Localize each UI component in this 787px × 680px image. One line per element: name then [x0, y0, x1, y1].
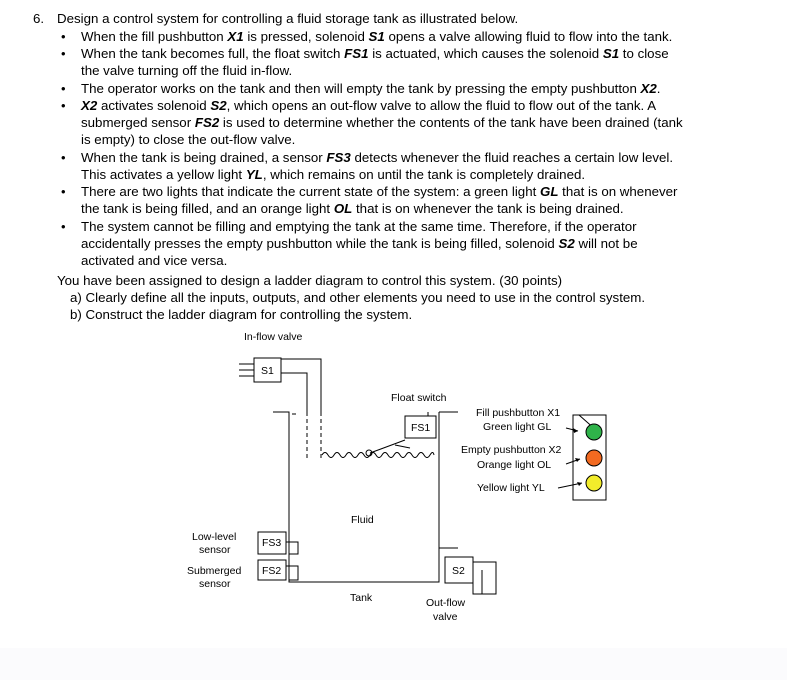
- bullet-line: There are two lights that indicate the c…: [81, 184, 678, 199]
- inflow-pipe-outer: [281, 358, 322, 412]
- bullet-line: the tank is being filled, and an orange …: [81, 201, 624, 216]
- fluid-surface: [321, 452, 435, 458]
- part-a: a) Clearly define all the inputs, output…: [70, 290, 646, 305]
- bullet-line: the valve turning off the fluid in-flow.: [81, 63, 293, 78]
- orange-light-label: Orange light OL: [477, 459, 551, 471]
- tank-label: Tank: [350, 592, 373, 604]
- lights-panel: [572, 414, 607, 501]
- float-ball: [365, 449, 373, 457]
- bullet-marker: •: [61, 219, 66, 234]
- orange-light-icon: [585, 449, 603, 467]
- fill-pushbutton-label: Fill pushbutton X1: [476, 407, 560, 419]
- fluid-label: Fluid: [351, 514, 374, 526]
- inflow-pipe-inner: [281, 372, 308, 412]
- fs3-label: FS3: [262, 537, 281, 549]
- fs2-label: FS2: [262, 565, 281, 577]
- fs3-box: [257, 531, 287, 555]
- bullet-marker: •: [61, 184, 66, 199]
- bullet-line: When the tank is being drained, a sensor…: [81, 150, 674, 165]
- question-intro: Design a control system for controlling …: [57, 11, 519, 26]
- float-arm: [369, 439, 406, 454]
- bullet-line: When the tank becomes full, the float sw…: [81, 46, 669, 61]
- bullet-line: When the fill pushbutton X1 is pressed, …: [81, 29, 673, 44]
- fs2-box: [257, 559, 287, 581]
- submerged-label-1: Submerged: [187, 565, 241, 577]
- bullet-line: submerged sensor FS2 is used to determin…: [81, 115, 683, 130]
- low-level-label-1: Low-level: [192, 531, 236, 543]
- green-light-icon: [585, 423, 603, 441]
- bullet-line: This activates a yellow light YL, which …: [81, 167, 586, 182]
- outflow-label-1: Out-flow: [426, 597, 466, 609]
- green-light-label: Green light GL: [483, 421, 551, 433]
- page-bottom-band: [0, 648, 787, 680]
- bullet-line: The operator works on the tank and then …: [81, 81, 661, 96]
- yellow-light-icon: [585, 474, 603, 492]
- yellow-light-label: Yellow light YL: [477, 482, 545, 494]
- outflow-label-2: valve: [433, 611, 458, 623]
- bullet-line: is empty) to close the out-flow valve.: [81, 132, 296, 147]
- bullet-line: accidentally presses the empty pushbutto…: [81, 236, 638, 251]
- question-number: 6.: [33, 11, 45, 26]
- s1-label: S1: [261, 365, 274, 377]
- fs1-box: [404, 415, 437, 439]
- inflow-valve-label: In-flow valve: [244, 331, 303, 343]
- bullet-marker: •: [61, 98, 66, 113]
- part-b: b) Construct the ladder diagram for cont…: [70, 307, 413, 322]
- low-level-label-2: sensor: [199, 544, 231, 556]
- fs1-label: FS1: [411, 422, 430, 434]
- submerged-label-2: sensor: [199, 578, 231, 590]
- bullet-line: X2 activates solenoid S2, which opens an…: [81, 98, 657, 113]
- outflow-pipe: [472, 561, 497, 595]
- s2-solenoid-box: [444, 556, 474, 584]
- bullet-marker: •: [61, 81, 66, 96]
- assignment-text: You have been assigned to design a ladde…: [57, 273, 563, 288]
- float-switch-label: Float switch: [391, 392, 447, 404]
- bullet-marker: •: [61, 46, 66, 61]
- bullet-marker: •: [61, 150, 66, 165]
- empty-pushbutton-label: Empty pushbutton X2: [461, 444, 562, 456]
- bullet-line: activated and vice versa.: [81, 253, 228, 268]
- tank-wall: [273, 411, 458, 583]
- s2-label: S2: [452, 565, 465, 577]
- bullet-marker: •: [61, 29, 66, 44]
- bullet-line: The system cannot be filling and emptyin…: [81, 219, 637, 234]
